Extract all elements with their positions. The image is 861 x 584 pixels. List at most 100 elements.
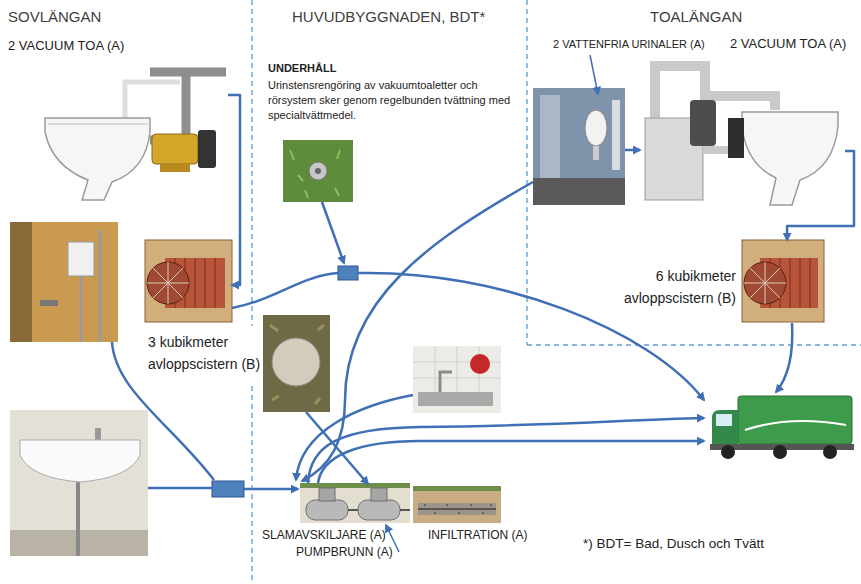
vacuum-toilet-part bbox=[728, 118, 744, 158]
tank-truck-part bbox=[773, 445, 787, 459]
flow-arrow bbox=[625, 149, 640, 152]
shower-photo bbox=[10, 222, 118, 342]
sewage-cistern-part bbox=[744, 262, 786, 304]
cistern-node: 3 kubikmeter avloppscistern (B) bbox=[145, 240, 232, 322]
shower-photo-part bbox=[40, 300, 58, 306]
flow-line-part bbox=[590, 55, 598, 94]
shower-photo-part bbox=[68, 242, 94, 276]
infiltration-bed-part bbox=[424, 505, 492, 513]
sewage-cistern-part bbox=[742, 240, 824, 322]
vacuum-toilet-part bbox=[198, 130, 216, 168]
pipe-junction-part bbox=[212, 481, 244, 497]
sewage-cistern-part bbox=[145, 240, 232, 322]
septic-tank-part bbox=[306, 500, 348, 520]
section-divider-part bbox=[527, 344, 861, 345]
toilet-node: 2 VACUUM TOA (A) bbox=[640, 56, 845, 212]
flow-line-part bbox=[232, 273, 338, 308]
inspection-pipe-photo-part bbox=[309, 162, 327, 180]
vacuum-toilet bbox=[45, 72, 226, 200]
kitchen-sink-photo-part bbox=[470, 354, 490, 374]
tank-truck-part bbox=[716, 414, 732, 426]
vacuum-toilet-part bbox=[48, 124, 148, 125]
kitchen-sink-photo bbox=[413, 346, 501, 413]
septic-tank-part bbox=[300, 483, 410, 488]
urinal-photo-part bbox=[540, 95, 560, 178]
flow-line bbox=[112, 55, 792, 552]
node-label: INFILTRATION (A) bbox=[428, 528, 528, 542]
septic-tank-part bbox=[348, 509, 410, 511]
pipe-junction bbox=[212, 266, 358, 497]
kitchen-sink-photo-part bbox=[413, 346, 501, 392]
shower-photo-part bbox=[10, 222, 118, 342]
vacuum-toilet-part bbox=[742, 112, 838, 205]
septic-tank-part bbox=[300, 483, 410, 523]
infiltration-bed-part bbox=[418, 503, 496, 515]
flow-line-part bbox=[308, 418, 704, 483]
infiltration-bed bbox=[413, 486, 501, 523]
tank-truck-part bbox=[738, 396, 852, 444]
septic-tank-part bbox=[358, 500, 400, 520]
urinal-photo-part bbox=[612, 100, 620, 170]
section-divider-part bbox=[251, 386, 252, 584]
septic-tank bbox=[300, 483, 410, 523]
sewage-cistern bbox=[742, 240, 824, 322]
well-lid-photo-part bbox=[272, 338, 320, 386]
washbasin-photo bbox=[10, 410, 148, 556]
cistern-node: 6 kubikmeter avloppscistern (B) bbox=[742, 240, 824, 322]
sewage-cistern-part bbox=[147, 262, 189, 304]
flow-arrow bbox=[787, 151, 854, 240]
section-heading: SOVLÄNGAN bbox=[8, 8, 101, 26]
sewage-cistern-part bbox=[744, 262, 786, 304]
tank-truck-part bbox=[823, 445, 837, 459]
septic-tank-part bbox=[319, 488, 335, 501]
kitchen-sink-photo-part bbox=[440, 372, 452, 392]
flow-line-part bbox=[776, 323, 792, 392]
pipe-junction-part bbox=[338, 266, 358, 280]
node-label: 2 VACUUM TOA (A) bbox=[730, 36, 846, 52]
vacuum-toilet-part bbox=[45, 118, 150, 200]
urinal-photo bbox=[533, 88, 625, 205]
vacuum-toilet-part bbox=[690, 100, 716, 146]
urinal-photo-part bbox=[533, 88, 625, 205]
tank-truck-part bbox=[745, 421, 846, 430]
node-label: 3 kubikmeter avloppscistern (B) bbox=[148, 332, 270, 375]
vacuum-toilet-part bbox=[152, 134, 198, 164]
footnote: *) BDT= Bad, Dusch och Tvätt bbox=[583, 536, 764, 552]
washbasin-photo-part bbox=[76, 482, 80, 556]
septic-tank-node: SLAMAVSKILJARE (A) bbox=[300, 483, 410, 523]
section-divider-part bbox=[251, 0, 252, 326]
vacuum-toilet-part bbox=[125, 82, 180, 118]
sewage-cistern bbox=[145, 240, 232, 322]
kitchen-sink-photo-part bbox=[418, 392, 493, 406]
part-label: PUMPBRUNN (A) bbox=[296, 545, 393, 559]
well-lid-photo-part bbox=[270, 325, 324, 404]
flow-line-part bbox=[302, 182, 533, 481]
urinal-photo-part bbox=[533, 178, 625, 205]
vacuum-toilet-part bbox=[703, 146, 728, 154]
inspection-pipe-photo-part bbox=[283, 140, 353, 202]
infiltration-node: INFILTRATION (A) bbox=[413, 486, 501, 523]
shower-photo-part bbox=[10, 222, 32, 342]
note-heading: UNDERHÅLL bbox=[268, 62, 336, 75]
urinal-photo-part bbox=[585, 110, 607, 146]
inspection-pipe-photo-part bbox=[290, 150, 340, 198]
tank-truck-part bbox=[721, 445, 735, 459]
flow-line-part bbox=[318, 441, 704, 483]
section-heading: HUVUDBYGGNADEN, BDT* bbox=[292, 8, 485, 26]
section-divider-part bbox=[526, 0, 527, 345]
section-divider bbox=[252, 0, 861, 584]
toilet-node: 2 VACUUM TOA (A) bbox=[35, 62, 228, 205]
flow-line-part bbox=[322, 202, 344, 263]
inspection-pipe-photo bbox=[283, 140, 353, 202]
vacuum-toilet-part bbox=[160, 164, 190, 172]
node-label: 2 VACUUM TOA (A) bbox=[8, 38, 124, 54]
node-label: SLAMAVSKILJARE (A) bbox=[262, 528, 386, 542]
vacuum-toilet bbox=[645, 66, 838, 205]
urinal-photo-part bbox=[593, 146, 599, 160]
flow-line-part bbox=[148, 487, 212, 490]
flow-line-part bbox=[244, 488, 298, 491]
septic-tank-part bbox=[371, 488, 387, 501]
node-label: 6 kubikmeter avloppscistern (B) bbox=[612, 266, 736, 309]
